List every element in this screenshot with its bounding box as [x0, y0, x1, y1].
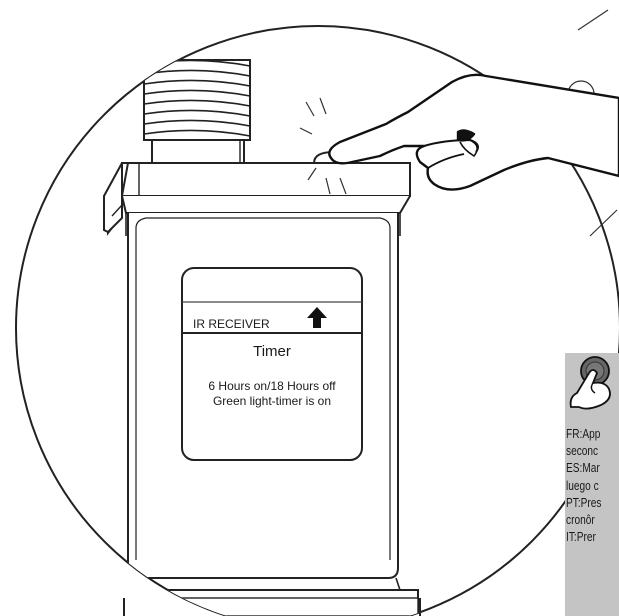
instruction-line: FR:App — [566, 425, 619, 442]
instruction-line: PT:Pres — [566, 494, 619, 511]
timer-title: Timer — [253, 343, 291, 360]
instruction-line: luego c — [566, 477, 619, 494]
instruction-lines: FR:App seconc ES:Mar luego c PT:Pres cro… — [566, 425, 619, 545]
callout-line-top — [578, 10, 608, 30]
label-panel: IR RECEIVER Timer 6 Hours on/18 Hours of… — [182, 268, 362, 460]
instruction-line: cronôr — [566, 511, 619, 528]
instruction-line: ES:Mar — [566, 459, 619, 476]
timer-line-1: 6 Hours on/18 Hours off — [208, 379, 336, 393]
instruction-panel: FR:App seconc ES:Mar luego c PT:Pres cro… — [565, 353, 619, 616]
timer-line-2: Green light-timer is on — [213, 394, 331, 408]
finger-touch-icon — [565, 353, 619, 425]
instruction-line: seconc — [566, 442, 619, 459]
threaded-fitting — [144, 60, 250, 178]
ir-receiver-label: IR RECEIVER — [193, 317, 270, 331]
instruction-line: IT:Prer — [566, 528, 619, 545]
